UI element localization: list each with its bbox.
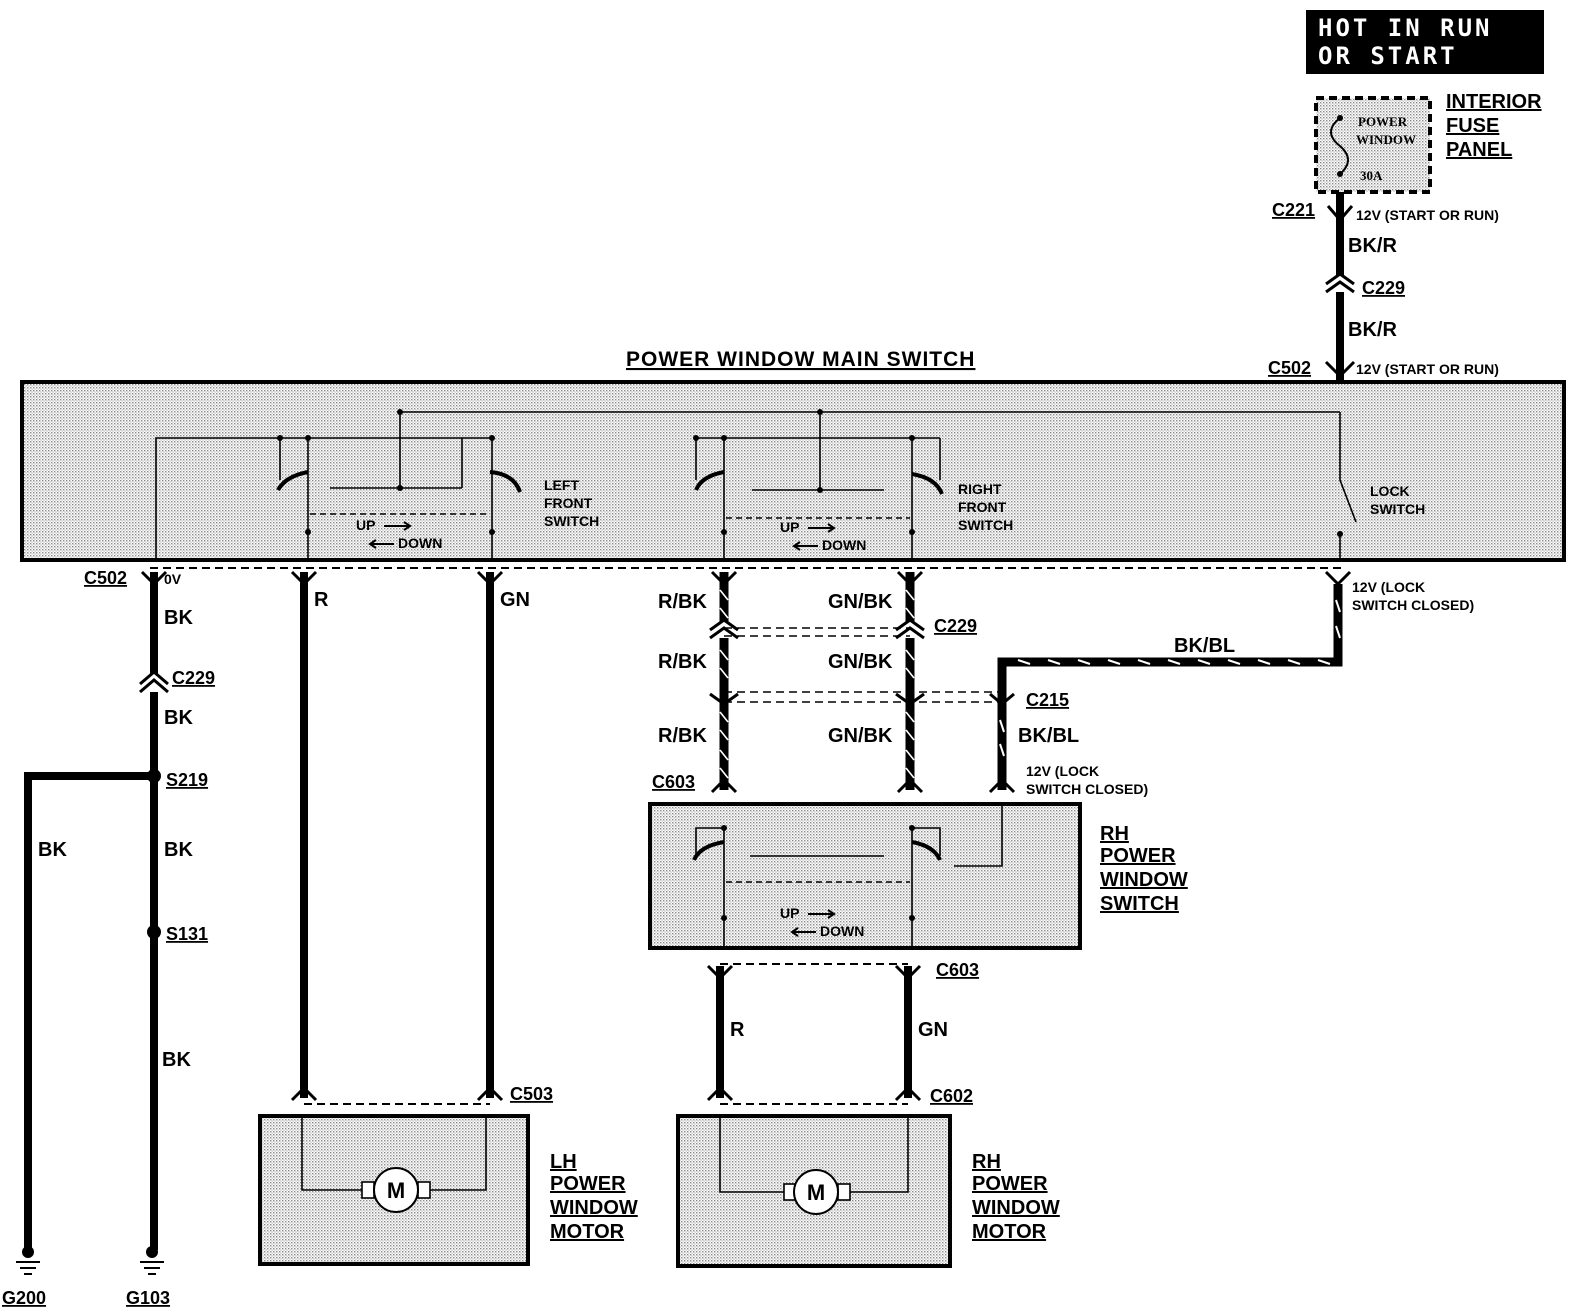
lh-motor-wires: R GN C503 bbox=[290, 570, 553, 1105]
rh-motor-block: M RH POWER WINDOW MOTOR bbox=[676, 1114, 1060, 1268]
left-up-label: UP bbox=[356, 517, 375, 533]
rh-switch-block: UP DOWN RH POWER WINDOW SWITCH bbox=[648, 802, 1188, 950]
main-switch-title: POWER WINDOW MAIN SWITCH bbox=[626, 348, 975, 371]
wire-bk-4: BK bbox=[162, 1049, 191, 1071]
voltage-lock-2b: SWITCH CLOSED) bbox=[1026, 781, 1148, 797]
lh-motor-label-1: LH bbox=[550, 1151, 577, 1173]
ground-g200-icon bbox=[16, 1246, 40, 1275]
lh-motor-symbol: M bbox=[387, 1178, 405, 1203]
right-switch-label-3: SWITCH bbox=[958, 517, 1013, 533]
rh-motor-wires: C603 R GN C602 bbox=[706, 960, 979, 1106]
splice-s219-dot bbox=[147, 769, 161, 783]
ground-wire: C502 0V BK C229 BK S219 BK BK S131 BK G2… bbox=[2, 568, 215, 1308]
wire-r-right: R bbox=[730, 1019, 745, 1041]
wire-bk-ground: BK bbox=[38, 839, 67, 861]
right-up-label: UP bbox=[780, 519, 799, 535]
lock-wire: 12V (LOCK SWITCH CLOSED) BK/BL C215 BK/B… bbox=[997, 570, 1474, 797]
lh-motor-label-2: POWER bbox=[550, 1173, 626, 1195]
rh-switch-label-1: RH bbox=[1100, 823, 1129, 845]
rh-motor-symbol: M bbox=[807, 1180, 825, 1205]
rh-motor-label-1: RH bbox=[972, 1151, 1001, 1173]
connector-c229-mid: C229 bbox=[934, 616, 977, 636]
fuse-icon bbox=[1330, 117, 1349, 175]
wire-bk-2: BK bbox=[164, 707, 193, 729]
wire-gn-right: GN bbox=[918, 1019, 948, 1041]
connector-c221: C221 bbox=[1272, 200, 1315, 220]
wire-gnbk-3: GN/BK bbox=[828, 725, 893, 747]
interior-fuse-panel: POWER WINDOW 30A INTERIOR FUSE PANEL bbox=[1314, 91, 1542, 194]
rh-switch-feed-wires: R/BK GN/BK C229 R/BK GN/BK R/BK GN/BK C6… bbox=[652, 570, 1016, 794]
rh-switch-up-label: UP bbox=[780, 905, 799, 921]
right-switch-label-1: RIGHT bbox=[958, 481, 1002, 497]
left-switch-label-1: LEFT bbox=[544, 477, 579, 493]
splice-s131: S131 bbox=[166, 924, 208, 944]
voltage-lock-1b: SWITCH CLOSED) bbox=[1352, 597, 1474, 613]
ground-g103: G103 bbox=[126, 1288, 170, 1308]
wire-bkbl-2: BK/BL bbox=[1018, 725, 1079, 747]
right-switch-label-2: FRONT bbox=[958, 499, 1007, 515]
connector-c503: C503 bbox=[510, 1084, 553, 1104]
voltage-c502-top: 12V (START OR RUN) bbox=[1356, 361, 1499, 377]
fuse-name-1: POWER bbox=[1358, 114, 1408, 129]
wire-bk-1: BK bbox=[164, 607, 193, 629]
lh-motor-label-4: MOTOR bbox=[550, 1221, 625, 1243]
wire-gnbk-1: GN/BK bbox=[828, 591, 893, 613]
hot-line-1: HOT IN RUN bbox=[1318, 14, 1493, 42]
wire-bk-3: BK bbox=[164, 839, 193, 861]
lock-switch-label-1: LOCK bbox=[1370, 483, 1410, 499]
voltage-c502-left: 0V bbox=[164, 571, 182, 587]
splice-s131-dot bbox=[147, 925, 161, 939]
hot-in-run-box: HOT IN RUN OR START bbox=[1306, 10, 1544, 74]
connector-c502-top: C502 bbox=[1268, 358, 1311, 378]
wire-bkr-1: BK/R bbox=[1348, 235, 1397, 257]
connector-c502-left: C502 bbox=[84, 568, 127, 588]
connector-c229-top: C229 bbox=[1362, 278, 1405, 298]
ground-g103-icon bbox=[140, 1246, 164, 1275]
rh-motor-icon bbox=[793, 1169, 839, 1215]
connector-c603-top: C603 bbox=[652, 772, 695, 792]
wire-gnbk-2: GN/BK bbox=[828, 651, 893, 673]
left-down-label: DOWN bbox=[398, 535, 442, 551]
rh-motor-label-3: WINDOW bbox=[972, 1197, 1060, 1219]
wire-rbk-3: R/BK bbox=[658, 725, 707, 747]
feed-wire: C221 12V (START OR RUN) BK/R C229 BK/R C… bbox=[1268, 192, 1499, 384]
wire-bkbl-1: BK/BL bbox=[1174, 635, 1235, 657]
rh-switch-label-2: POWER bbox=[1100, 845, 1176, 867]
connector-c603-bottom: C603 bbox=[936, 960, 979, 980]
rh-motor-label-2: POWER bbox=[972, 1173, 1048, 1195]
lh-motor-icon bbox=[373, 1167, 419, 1213]
fuse-panel-label-1: INTERIOR bbox=[1446, 91, 1542, 113]
voltage-lock-1a: 12V (LOCK bbox=[1352, 579, 1425, 595]
right-down-label: DOWN bbox=[822, 537, 866, 553]
fuse-panel-label-2: FUSE bbox=[1446, 115, 1499, 137]
left-switch-label-2: FRONT bbox=[544, 495, 593, 511]
rh-switch-down-label: DOWN bbox=[820, 923, 864, 939]
connector-c602: C602 bbox=[930, 1086, 973, 1106]
rh-switch-label-4: SWITCH bbox=[1100, 893, 1179, 915]
fuse-name-2: WINDOW bbox=[1356, 132, 1416, 147]
lock-switch-label-2: SWITCH bbox=[1370, 501, 1425, 517]
wire-rbk-2: R/BK bbox=[658, 651, 707, 673]
hot-line-2: OR START bbox=[1318, 42, 1458, 70]
wire-r-left: R bbox=[314, 589, 329, 611]
main-switch-block: LEFT FRONT SWITCH RIGHT FRONT SWITCH LOC… bbox=[20, 380, 1566, 562]
voltage-lock-2a: 12V (LOCK bbox=[1026, 763, 1099, 779]
ground-g200: G200 bbox=[2, 1288, 46, 1308]
wire-bkr-2: BK/R bbox=[1348, 319, 1397, 341]
lh-motor-block: M LH POWER WINDOW MOTOR bbox=[258, 1114, 638, 1266]
wire-rbk-1: R/BK bbox=[658, 591, 707, 613]
connector-c229-left: C229 bbox=[172, 668, 215, 688]
connector-c215: C215 bbox=[1026, 690, 1069, 710]
left-switch-label-3: SWITCH bbox=[544, 513, 599, 529]
lh-motor-label-3: WINDOW bbox=[550, 1197, 638, 1219]
splice-s219: S219 bbox=[166, 770, 208, 790]
fuse-panel-label-3: PANEL bbox=[1446, 139, 1512, 161]
rh-motor-label-4: MOTOR bbox=[972, 1221, 1047, 1243]
voltage-c221: 12V (START OR RUN) bbox=[1356, 207, 1499, 223]
rh-switch-label-3: WINDOW bbox=[1100, 869, 1188, 891]
wire-gn-left: GN bbox=[500, 589, 530, 611]
fuse-rating: 30A bbox=[1360, 168, 1383, 183]
